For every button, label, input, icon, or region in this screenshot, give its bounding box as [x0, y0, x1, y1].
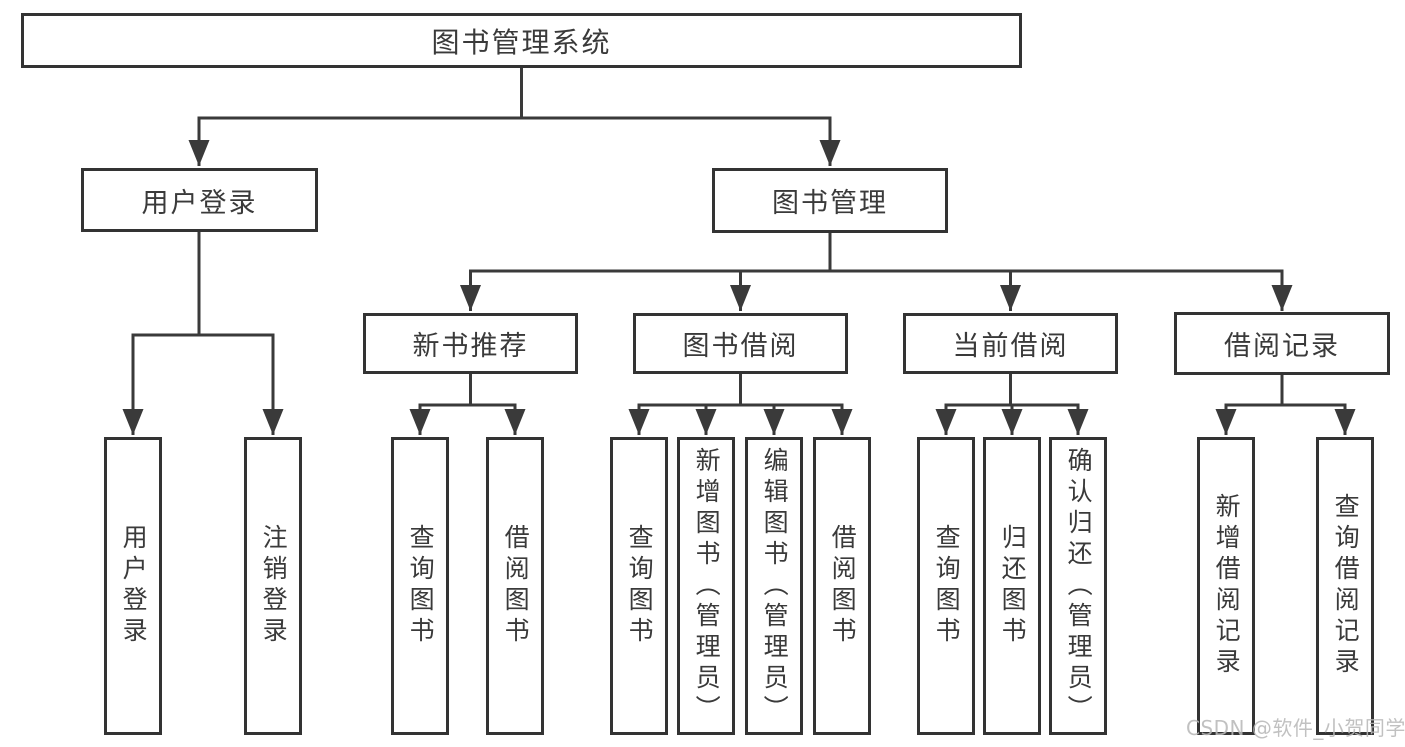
leaf-user-login: 用户登录 [104, 437, 162, 735]
leaf-add-books-admin-label: 新增图书（管理员） [692, 446, 722, 726]
leaf-borrow-books-2: 借阅图书 [813, 437, 871, 735]
node-new-book-recommend: 新书推荐 [363, 313, 578, 374]
leaf-confirm-return-admin-label: 确认归还（管理员） [1064, 446, 1094, 726]
node-book-management: 图书管理 [712, 168, 948, 233]
leaf-borrow-books-2-label: 借阅图书 [828, 524, 858, 648]
node-book-management-label: 图书管理 [772, 188, 888, 219]
leaf-query-books-2-label: 查询图书 [625, 524, 655, 648]
node-user-login-label: 用户登录 [141, 187, 258, 219]
leaf-return-books-label: 归还图书 [998, 524, 1028, 648]
leaf-borrow-books-1-label: 借阅图书 [501, 524, 531, 648]
leaf-query-borrow-record-label: 查询借阅记录 [1331, 493, 1361, 679]
leaf-query-books-3-label: 查询图书 [932, 524, 962, 648]
leaf-user-login-label: 用户登录 [119, 524, 149, 648]
node-book-borrowing: 图书借阅 [633, 313, 848, 374]
leaf-confirm-return-admin: 确认归还（管理员） [1049, 437, 1107, 735]
node-borrowing-records: 借阅记录 [1174, 312, 1390, 375]
leaf-logout: 注销登录 [244, 437, 302, 735]
leaf-query-books-3: 查询图书 [917, 437, 975, 735]
csdn-watermark: CSDN @软件_小贺同学 [1186, 716, 1405, 740]
leaf-query-books-1-label: 查询图书 [406, 524, 436, 648]
leaf-query-books-1: 查询图书 [391, 437, 449, 735]
node-current-borrowing-label: 当前借阅 [952, 331, 1069, 362]
node-library-management-system-label: 图书管理系统 [431, 25, 612, 59]
leaf-borrow-books-1: 借阅图书 [486, 437, 544, 735]
leaf-edit-books-admin-label: 编辑图书（管理员） [760, 446, 790, 726]
leaf-query-borrow-record: 查询借阅记录 [1316, 437, 1374, 735]
node-new-book-recommend-label: 新书推荐 [412, 331, 529, 362]
node-borrowing-records-label: 借阅记录 [1224, 331, 1340, 362]
node-book-borrowing-label: 图书借阅 [682, 331, 799, 362]
leaf-logout-label: 注销登录 [259, 524, 289, 648]
leaf-add-borrow-record-label: 新增借阅记录 [1212, 493, 1242, 679]
node-user-login: 用户登录 [81, 168, 318, 232]
leaf-query-books-2: 查询图书 [610, 437, 668, 735]
node-current-borrowing: 当前借阅 [903, 313, 1118, 374]
leaf-return-books: 归还图书 [983, 437, 1041, 735]
leaf-add-borrow-record: 新增借阅记录 [1197, 437, 1255, 735]
leaf-edit-books-admin: 编辑图书（管理员） [745, 437, 803, 735]
leaf-add-books-admin: 新增图书（管理员） [677, 437, 735, 735]
node-library-management-system: 图书管理系统 [21, 13, 1022, 68]
